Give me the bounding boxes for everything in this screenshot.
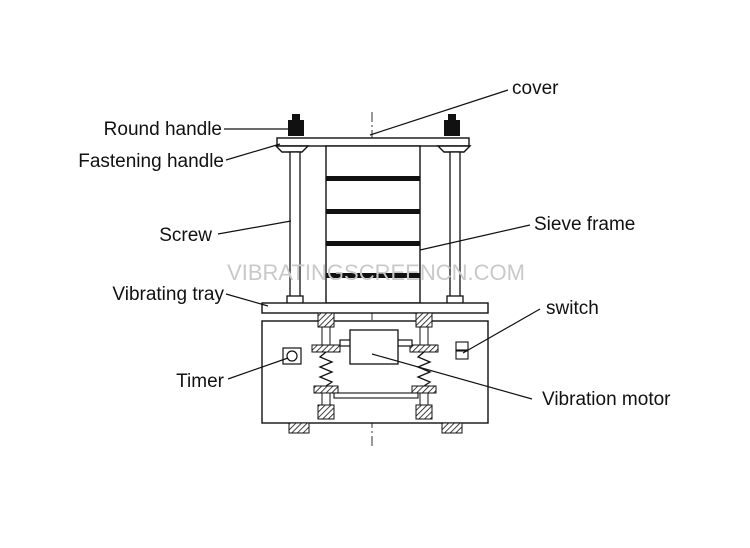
- leader-vibration-motor: [371, 353, 533, 400]
- support-column-right: [409, 312, 439, 420]
- leader-vibrating-tray: [225, 293, 269, 307]
- leader-cover: [369, 89, 509, 136]
- fastening-handle-left: [274, 145, 310, 153]
- label-round-handle: Round handle: [104, 119, 222, 140]
- label-vibration-motor: Vibration motor: [542, 389, 671, 410]
- foot-left: [288, 422, 310, 434]
- leader-screw: [217, 220, 292, 235]
- label-switch: switch: [546, 298, 599, 319]
- round-handle-left: [288, 114, 304, 136]
- leader-sieve-frame: [419, 224, 531, 251]
- foot-right: [441, 422, 463, 434]
- vibration-motor: [333, 329, 419, 399]
- support-column-left: [311, 312, 341, 420]
- cover-part: [276, 137, 470, 147]
- leader-switch: [462, 308, 541, 354]
- leader-lines: [217, 89, 541, 400]
- screw-right: [446, 151, 464, 305]
- vibrating-tray: [261, 302, 489, 314]
- watermark-text: VIBRATINGSCREENCN.COM: [227, 260, 525, 285]
- label-cover: cover: [512, 78, 559, 99]
- round-handle-right: [444, 114, 460, 136]
- sieve-frame-stack: [325, 145, 421, 304]
- label-fastening-handle: Fastening handle: [78, 151, 224, 172]
- label-sieve-frame: Sieve frame: [534, 214, 635, 235]
- label-vibrating-tray: Vibrating tray: [112, 284, 224, 305]
- timer-knob: [282, 347, 302, 365]
- label-screw: Screw: [159, 225, 212, 246]
- label-timer: Timer: [176, 371, 225, 392]
- switch-control: [455, 341, 469, 360]
- leader-timer: [227, 357, 289, 380]
- fastening-handle-right: [436, 145, 472, 153]
- leader-fastening-handle: [225, 143, 281, 161]
